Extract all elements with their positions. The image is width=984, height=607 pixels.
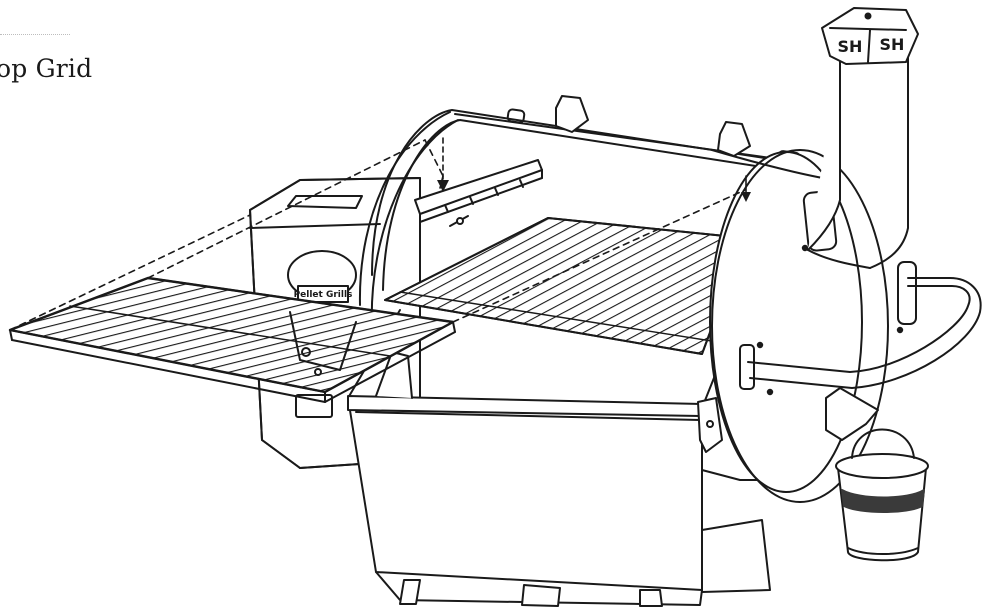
shelf-bracket: [289, 311, 357, 376]
instruction-text: op Grid: [0, 54, 93, 83]
alignment-guides: [9, 139, 746, 331]
arrow-down-icon: [437, 137, 449, 192]
hopper-label: Pellet Grills: [287, 250, 357, 303]
header-rule: [0, 34, 70, 35]
brand-logo-icon: SH: [880, 35, 905, 54]
brand-logo-icon: SH: [838, 37, 863, 56]
grease-bucket: [835, 428, 929, 562]
side-handle: [747, 277, 982, 389]
upper-rack-bracket: [414, 159, 543, 227]
smokestack-logo: SH SH: [838, 35, 905, 56]
hopper-label-text: Pellet Grills: [294, 290, 353, 300]
grill-barrel: [347, 95, 821, 607]
instruction-header: op Grid: [0, 0, 984, 110]
arrow-down-icon: [741, 175, 751, 202]
right-end-cap: [709, 149, 917, 503]
door-hinge: [375, 351, 723, 453]
smokestack: [807, 7, 919, 269]
